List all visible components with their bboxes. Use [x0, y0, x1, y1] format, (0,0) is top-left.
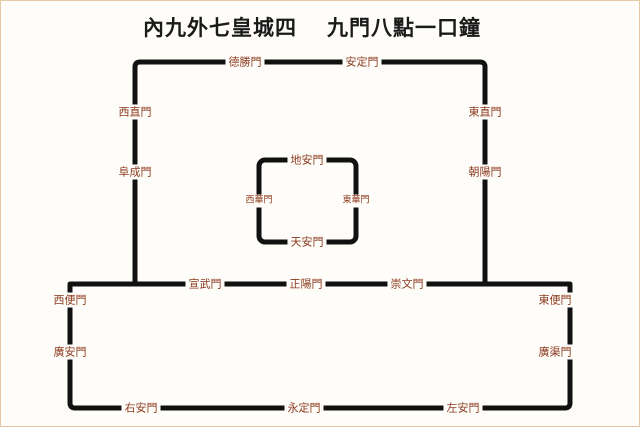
title-right: 九門八點一口鐘 — [327, 16, 481, 40]
gate-donghuamen: 東華門 — [340, 194, 372, 208]
gate-fuchengmen: 阜成門 — [115, 164, 155, 180]
gate-yongdingmen: 永定門 — [284, 400, 324, 416]
gate-tiananmen: 天安門 — [287, 234, 327, 250]
gate-andingmen: 安定門 — [342, 54, 382, 70]
gate-zuoanmen: 左安門 — [443, 400, 483, 416]
gate-zhengyangmen: 正陽門 — [286, 276, 326, 292]
gate-guanganmen: 廣安門 — [50, 344, 90, 360]
title-left: 內九外七皇城四 — [143, 16, 297, 40]
gate-dianmen: 地安門 — [287, 152, 327, 168]
gate-dongbianmen: 東便門 — [535, 292, 575, 308]
gate-chongwenmen: 崇文門 — [387, 276, 427, 292]
gate-xihuamen: 西華門 — [243, 194, 275, 208]
gate-xibianmen: 西便門 — [50, 292, 90, 308]
gate-xizhimen: 西直門 — [115, 104, 155, 120]
inner-city-wall — [132, 59, 488, 287]
gate-youanmen: 右安門 — [121, 400, 161, 416]
gate-xuanwumen: 宣武門 — [185, 276, 225, 292]
gate-chaoyangmen: 朝陽門 — [465, 164, 505, 180]
gate-dongzhimen: 東直門 — [465, 104, 505, 120]
outer-city-wall — [67, 281, 573, 411]
gate-deshengmen: 德勝門 — [225, 54, 265, 70]
gate-guangqumen: 廣渠門 — [535, 344, 575, 360]
